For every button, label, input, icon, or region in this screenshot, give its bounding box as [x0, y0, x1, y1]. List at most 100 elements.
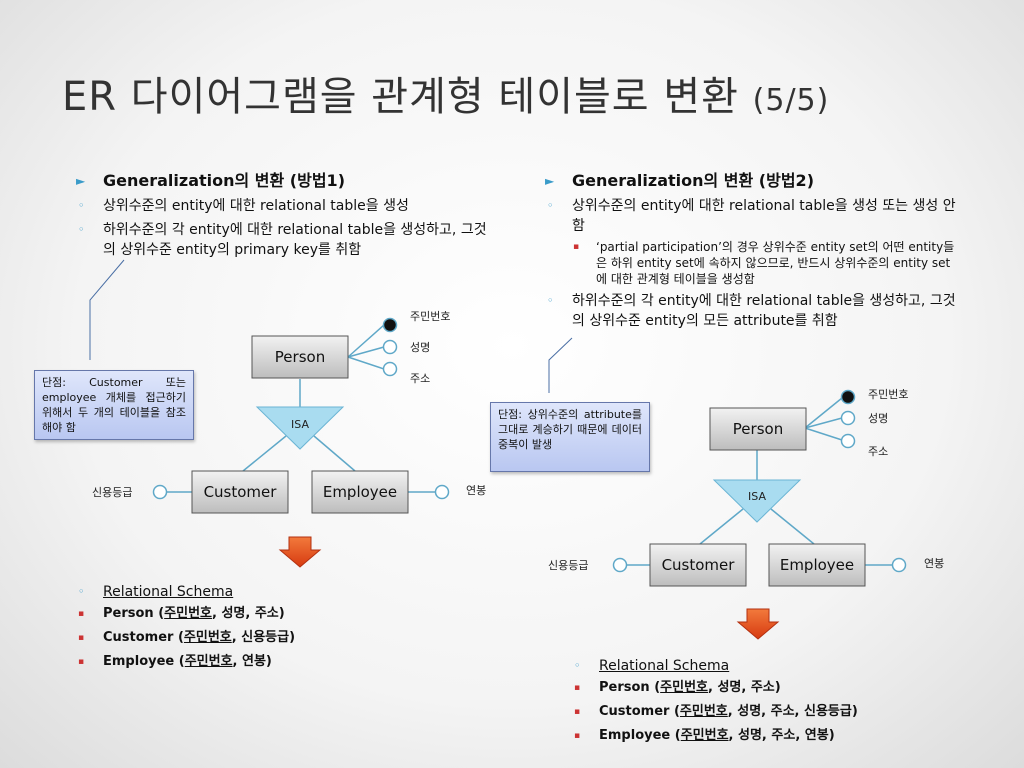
title-page: (5/5) [752, 83, 830, 118]
circle-bullet-icon: ◦ [547, 199, 554, 212]
left-item-2: ◦ 하위수준의 각 entity에 대한 relational table을 생… [78, 222, 487, 258]
left-item-1: ◦ 상위수준의 entity에 대한 relational table을 생성 [78, 198, 409, 214]
left-schema-row: ▪ Person (주민번호, 성명, 주소) [76, 602, 496, 626]
right-employee-entity: Employee [768, 543, 866, 587]
schema-columns: , 신용등급) [231, 630, 296, 645]
left-key-attr-dot [382, 317, 398, 333]
right-down-arrow-icon [736, 608, 780, 640]
right-person-label: Person [733, 420, 783, 438]
left-attr-dot [152, 484, 168, 500]
left-customer-label: Customer [204, 483, 278, 501]
right-item-1: ◦ 상위수준의 entity에 대한 relational table을 생성 … [547, 198, 956, 234]
right-attr-dot [840, 433, 856, 449]
left-isa-triangle [255, 406, 345, 450]
square-bullet-icon: ▪ [574, 731, 581, 741]
square-bullet-icon: ▪ [574, 707, 581, 717]
right-attr-name: 성명 [868, 412, 888, 425]
left-er-diagram: Person 주민번호 성명 주소 ISA Customer Employee … [89, 259, 486, 568]
square-bullet-icon: ▪ [78, 633, 85, 643]
right-schema: ◦ Relational Schema ▪Person (주민번호, 성명, 주… [572, 652, 992, 748]
right-schema-row: ▪ Person (주민번호, 성명, 주소) [572, 676, 992, 700]
right-attr-dot [891, 557, 907, 573]
schema-table-name: Employee ( [103, 654, 185, 669]
right-er-diagram: Person 주민번호 성명 주소 ISA Customer Employee … [548, 337, 944, 640]
left-customer-entity: Customer [191, 470, 289, 514]
right-customer-entity: Customer [649, 543, 747, 587]
left-callout-note: 단점: Customer 또는 employee 개체를 접근하기 위해서 두 … [34, 370, 194, 440]
schema-table-name: Customer ( [103, 630, 184, 645]
left-attr-salary: 연봉 [466, 484, 486, 497]
left-attr-dot [434, 484, 450, 500]
left-schema-row: ▪ Employee (주민번호, 연봉) [76, 650, 496, 674]
schema-primary-key: 주민번호 [184, 654, 233, 669]
title-main: ER 다이어그램을 관계형 테이블로 변환 [62, 74, 739, 120]
schema-primary-key: 주민번호 [660, 680, 708, 695]
right-employee-label: Employee [780, 556, 854, 574]
schema-table-name: Person ( [599, 680, 661, 695]
right-column: ► Generalization의 변환 (방법2) ◦ 상위수준의 entit… [545, 170, 957, 331]
square-bullet-icon: ▪ [574, 683, 581, 693]
right-callout-pointer [548, 337, 573, 393]
right-attr-id: 주민번호 [868, 388, 908, 401]
bullet-arrow-icon: ► [76, 174, 86, 188]
right-customer-label: Customer [662, 556, 736, 574]
right-schema-row: ▪ Employee (주민번호, 성명, 주소, 연봉) [572, 724, 992, 748]
right-attr-dot [840, 410, 856, 426]
left-employee-entity: Employee [311, 470, 409, 514]
schema-table-name: Employee ( [599, 728, 681, 743]
right-heading: ► Generalization의 변환 (방법2) [545, 171, 815, 190]
schema-columns: , 성명, 주소, 신용등급) [727, 704, 858, 719]
square-bullet-icon: ▪ [78, 657, 85, 667]
right-callout-note: 단점: 상위수준의 attribute를 그대로 계승하기 때문에 데이터중복이… [490, 402, 650, 472]
schema-primary-key: 주민번호 [680, 728, 729, 743]
right-isa-triangle [712, 479, 802, 523]
left-callout-pointer [89, 259, 125, 360]
left-schema: ◦ Relational Schema ▪Person (주민번호, 성명, 주… [76, 578, 496, 674]
schema-columns: , 성명, 주소, 연봉) [728, 728, 835, 743]
left-person-label: Person [275, 348, 325, 366]
schema-primary-key: 주민번호 [679, 704, 728, 719]
left-attr-credit: 신용등급 [92, 486, 132, 499]
right-attr-salary: 연봉 [924, 557, 944, 570]
left-schema-heading: ◦ Relational Schema [78, 584, 234, 600]
left-schema-row: ▪ Customer (주민번호, 신용등급) [76, 626, 496, 650]
square-bullet-icon: ▪ [573, 242, 580, 252]
left-isa-label: ISA [291, 418, 309, 431]
right-person-entity: Person [709, 407, 807, 451]
schema-table-name: Person ( [103, 606, 165, 621]
schema-primary-key: 주민번호 [164, 606, 212, 621]
right-attr-credit: 신용등급 [548, 559, 588, 572]
left-attr-dot [382, 361, 398, 377]
right-isa-label: ISA [748, 490, 766, 503]
right-attr-addr: 주소 [868, 445, 888, 458]
circle-bullet-icon: ◦ [78, 223, 85, 236]
circle-bullet-icon: ◦ [78, 585, 85, 598]
schema-columns: , 연봉) [232, 654, 272, 669]
schema-columns: , 성명, 주소) [212, 606, 285, 621]
circle-bullet-icon: ◦ [547, 294, 554, 307]
right-item-2: ◦ 하위수준의 각 entity에 대한 relational table을 생… [547, 293, 956, 329]
schema-table-name: Customer ( [599, 704, 680, 719]
left-attr-addr: 주소 [410, 372, 430, 385]
bullet-arrow-icon: ► [545, 174, 555, 188]
schema-primary-key: 주민번호 [183, 630, 232, 645]
left-heading: ► Generalization의 변환 (방법1) [76, 171, 346, 190]
circle-bullet-icon: ◦ [78, 199, 85, 212]
schema-columns: , 성명, 주소) [708, 680, 781, 695]
left-column: ► Generalization의 변환 (방법1) ◦ 상위수준의 entit… [76, 170, 494, 260]
circle-bullet-icon: ◦ [574, 659, 581, 672]
right-key-attr-dot [840, 389, 856, 405]
right-schema-row: ▪ Customer (주민번호, 성명, 주소, 신용등급) [572, 700, 992, 724]
square-bullet-icon: ▪ [78, 609, 85, 619]
slide-title: ER 다이어그램을 관계형 테이블로 변환 (5/5) [62, 64, 829, 122]
right-schema-heading: ◦ Relational Schema [574, 658, 730, 674]
right-attr-dot [612, 557, 628, 573]
left-employee-label: Employee [323, 483, 397, 501]
left-attr-dot [382, 339, 398, 355]
left-attr-id: 주민번호 [410, 310, 450, 323]
left-down-arrow-icon [278, 536, 322, 568]
left-person-entity: Person [251, 335, 349, 379]
right-sub-item: ▪ ‘partial participation’의 경우 상위수준 entit… [573, 240, 955, 286]
left-attr-name: 성명 [410, 341, 430, 354]
